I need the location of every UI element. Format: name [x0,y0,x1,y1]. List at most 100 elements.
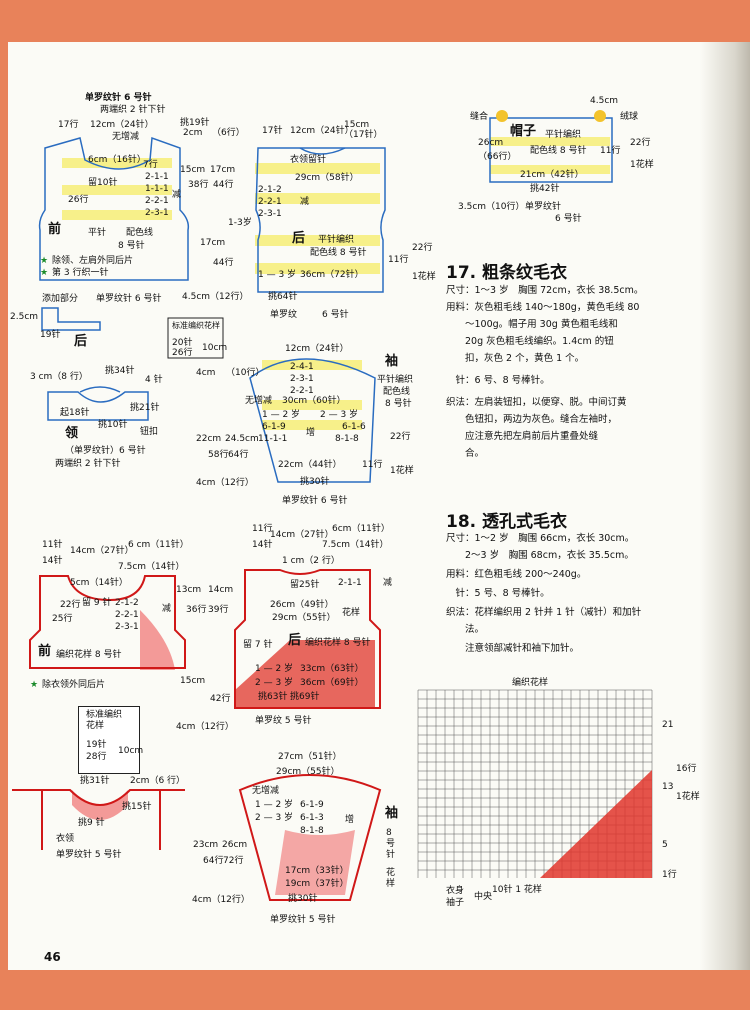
article18-line-4: 针：5 号、8 号棒针。 [446,588,550,599]
back17-w15: 15cm [344,120,370,130]
hat-r11: 11行 [600,146,621,156]
back17-w12: 12cm（24针） [290,126,354,136]
collar18-drawing [12,789,185,850]
front18-w6: 6 cm（11针） [128,540,189,550]
back17-bottom45: 4.5cm（12行） [182,292,249,302]
article18-line-6: 法。 [446,624,485,635]
back18-leave25: 留25针 [290,580,320,590]
back17-stockinette: 平针编织 [318,235,355,245]
sleeve17-inc-a: 6-1-9 [262,422,286,432]
front17-note2: 第 3 行织一针 [52,268,109,278]
sleeve17-outline [249,358,376,483]
hat-r66: （66行） [478,152,517,162]
front18-w14: 14cm（27针） [70,546,134,556]
front17-pick19: 挑19针 [180,118,210,128]
hat-stockinette: 平针编织 [545,130,582,140]
back18-w1: 1 cm（2 行） [282,556,340,566]
front18-w5: 5cm（14针） [70,578,128,588]
collar17-rib: （单罗纹针）6 号针 [65,446,146,456]
sleeve18-w19: 19cm（37针） [285,879,349,889]
back17-pick64: 挑64针 [268,292,298,302]
collar18-pick31: 挑31针 [80,776,110,786]
back18-label: 后 [288,633,302,648]
collar17-button: 钮扣 [140,427,159,437]
collar18-pick15: 挑15针 [122,802,152,812]
sleeve18-size12: 1 — 2 岁 [255,800,294,810]
sleeve18-w29: 29cm（55针） [276,767,340,777]
back18-h13: 13cm [176,585,202,595]
sleeve17-inc: 增 [306,428,316,438]
std17-c: 10cm [202,343,228,353]
hat-colorway: 配色线 8 号针 [530,146,587,156]
back18-dec: 减 [383,578,393,588]
sleeve17-w22: 22cm（44针） [278,460,342,470]
sleeve17-h245: 24.5cm [225,434,259,444]
front17-star-2: ★ [40,268,49,278]
front17-seq-3: 2-2-1 [145,196,169,206]
back17-dec: 减 [300,197,310,207]
front18-r25: 25行 [52,614,73,624]
front17-rib: 单罗纹针 6 号针 [85,93,152,103]
front17-r17: 17行 [58,120,79,130]
front17-note1: 除领、左肩外同后片 [52,256,134,266]
front17-colorway: 配色线 [126,228,154,238]
small-piece-w25: 2.5cm [10,312,39,322]
back17-h17: 17cm [200,238,226,248]
back18-w29: 29cm（55针） [272,613,336,623]
article17-line-1: 尺寸：1～3 岁 胸围 72cm，衣长 38.5cm。 [446,285,644,296]
collar17-start18: 起18针 [60,408,90,418]
collar17-pick34: 挑34针 [105,366,135,376]
front17-w2: 2cm [183,128,203,138]
front17-stockinette: 平针 [88,228,107,238]
chart-side-a: 16行 [676,764,697,774]
back17-colorway: 配色线 8 号针 [310,248,367,258]
sleeve17-inc-d: 8-1-8 [335,434,359,444]
front17-dec: 减 [172,190,182,200]
front18-r14: 14针 [42,556,63,566]
chart-row-13: 13 [662,782,674,792]
sleeve18-pattern: 花样 [386,868,396,889]
sleeve17-no-dec: 无增减 [245,396,273,406]
back18-r42: 42行 [210,694,231,704]
std17-title: 标准编织花样 [172,321,220,330]
back18-w26: 26cm（49针） [270,600,334,610]
small-piece-r19: 19针 [40,330,61,340]
back18-r14: 14针 [252,540,273,550]
page-number: 46 [44,950,61,964]
std18-b: 28行 [86,752,107,762]
hat-outline [489,117,613,183]
front18-star: ★ [30,680,39,690]
article18-line-1: 尺寸：1～2 岁 胸围 66cm，衣长 30cm。 [446,533,635,544]
front17-label: 前 [48,222,62,237]
hat-seam: 缝合 [470,112,489,122]
front18-r11: 11针 [42,540,63,550]
sleeve17-h4: 4cm [196,368,216,378]
sleeve17-w12: 12cm（24针） [285,344,349,354]
hat-r22: 22行 [630,138,651,148]
chart-body-label: 衣身 [446,886,465,896]
chart-row-1: 1行 [662,870,677,880]
front17-r44: 44行 [213,180,234,190]
sleeve17-r22: 22行 [390,432,411,442]
article18-line-3: 用料：红色粗毛线 200～240g。 [446,569,587,580]
back17-w36: 36cm（72针） [300,270,364,280]
std18-box [78,706,140,774]
front18-note: 除衣领外同后片 [42,680,106,690]
std17-b: 26行 [172,348,193,358]
sleeve17-stockinette: 平针编织 [377,375,414,385]
back18-pick69: 挑69针 [290,692,320,702]
sleeve18-size23: 2 — 3 岁 [255,813,294,823]
back18-pattern: 编织花样 8 号针 [305,638,371,648]
hat-rib: 单罗纹针 [525,202,562,212]
article17-line-2: 用料：灰色粗毛线 140～180g，黄色毛线 80 [446,302,640,313]
sleeve18-seq12-b: 8-1-8 [300,826,324,836]
collar17-r4: 4 针 [145,375,163,385]
back18-motif: 花样 [342,608,361,618]
page-spine [700,42,750,970]
back18-w33: 33cm（63针） [300,664,364,674]
sleeve18-rib: 单罗纹针 5 号针 [270,915,336,925]
back18-size12: 1 — 2 岁 [255,664,294,674]
back-piece-small-outline [41,307,224,359]
sleeve18-needle: 8号针 [386,828,396,860]
